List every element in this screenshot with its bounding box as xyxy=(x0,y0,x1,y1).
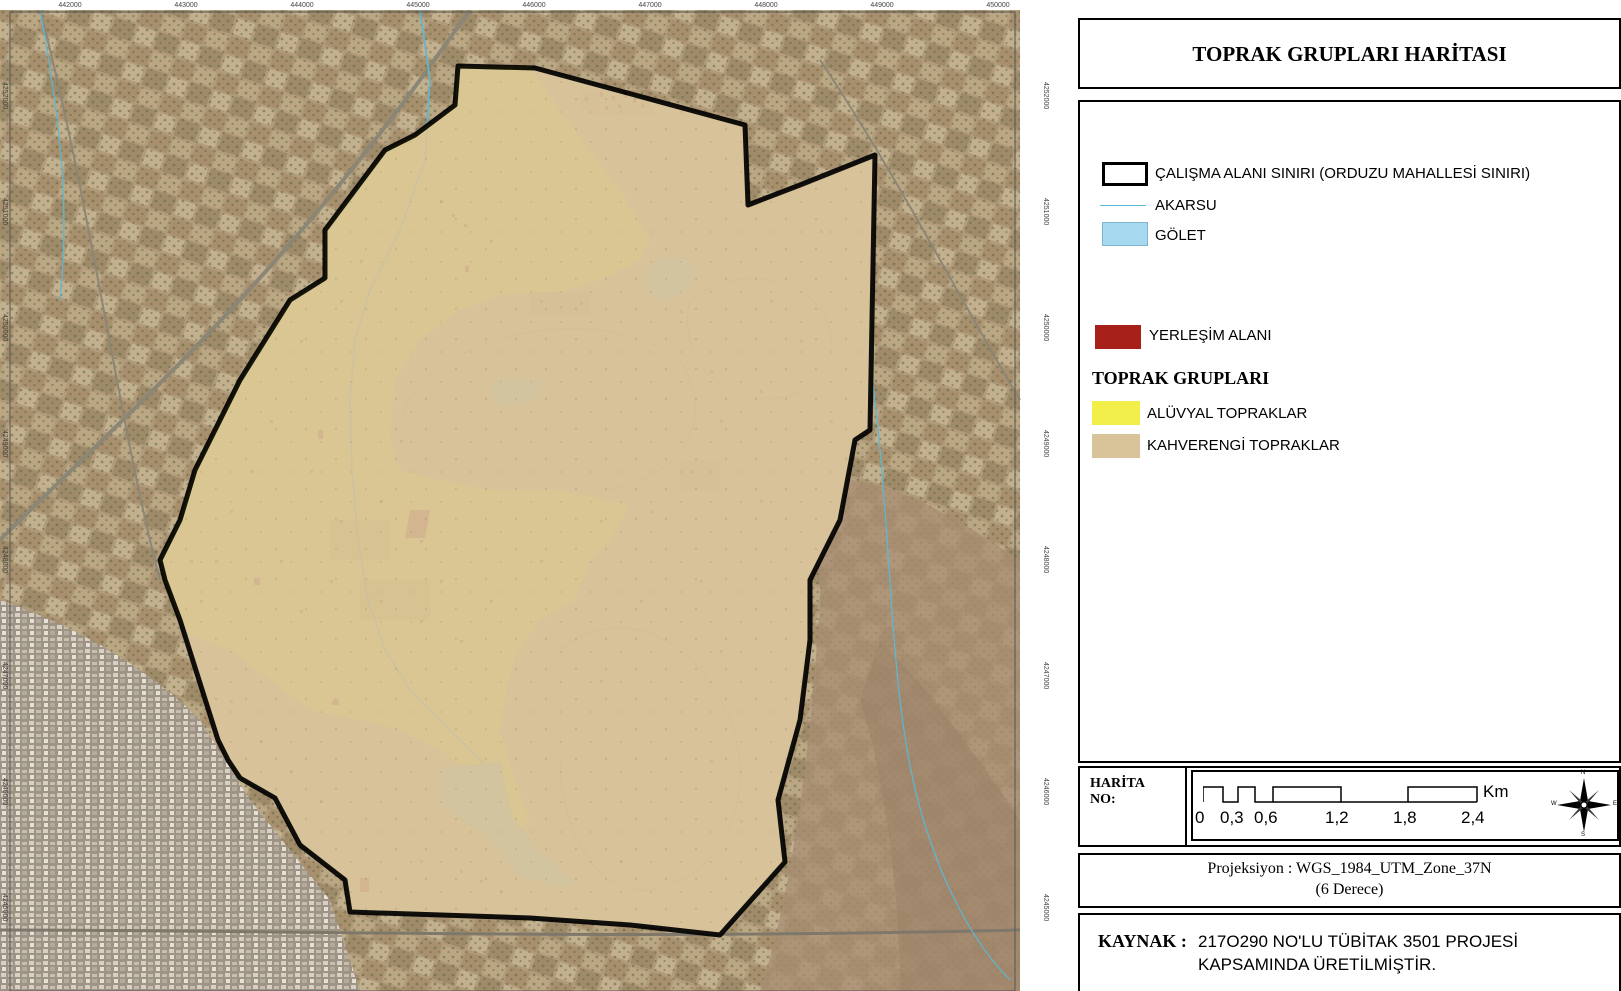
scale-label: 0,6 xyxy=(1254,808,1278,827)
grid-label-top: 449000 xyxy=(870,2,894,9)
grid-label-left: 4246000 xyxy=(1,778,8,806)
compass-e: E xyxy=(1613,801,1618,807)
title-box: TOPRAK GRUPLARI HARİTASI xyxy=(1078,18,1621,89)
grid-label-top: 448000 xyxy=(754,2,778,9)
map-frame: 442000 443000 444000 445000 446000 44700… xyxy=(0,0,1049,991)
scale-label: 0,3 xyxy=(1220,808,1244,827)
compass-s: S xyxy=(1581,832,1586,838)
grid-label-top: 444000 xyxy=(290,2,314,9)
scale-label: 0 xyxy=(1195,808,1205,827)
compass-n: N xyxy=(1581,770,1586,776)
grid-label-top: 446000 xyxy=(522,2,546,9)
settlement-label: YERLEŞİM ALANI xyxy=(1149,327,1272,344)
compass-rose-icon: N S E W xyxy=(1551,770,1618,838)
grid-label-right: 4247000 xyxy=(1042,662,1049,690)
map-no-divider xyxy=(1185,768,1187,845)
settlement-swatch xyxy=(1095,325,1141,349)
projection-line1: Projeksiyon : WGS_1984_UTM_Zone_37N xyxy=(1207,860,1492,877)
grid-label-right: 4250000 xyxy=(1042,314,1049,342)
grid-label-left: 4252000 xyxy=(1,82,8,110)
map-no-line2: NO: xyxy=(1090,792,1116,807)
alluvial-label: ALÜVYAL TOPRAKLAR xyxy=(1147,405,1308,422)
grid-label-right: 4251000 xyxy=(1042,198,1049,226)
grid-label-left: 4249000 xyxy=(1,430,8,458)
scale-unit: Km xyxy=(1483,782,1509,801)
source-label: KAYNAK : xyxy=(1098,931,1187,951)
scale-label: 1,2 xyxy=(1325,808,1349,827)
soil-groups-heading: TOPRAK GRUPLARI xyxy=(1092,368,1270,388)
source-text-line1: 217O290 NO'LU TÜBİTAK 3501 PROJESİ xyxy=(1198,932,1519,951)
map-no-label: HARİTA NO: xyxy=(1090,776,1145,808)
pond-swatch xyxy=(1102,222,1148,246)
grid-label-left: 4245000 xyxy=(1,894,8,922)
alluvial-swatch xyxy=(1092,401,1140,425)
compass-w: W xyxy=(1551,801,1557,807)
grid-label-top: 442000 xyxy=(58,2,82,9)
grid-label-left: 4247000 xyxy=(1,662,8,690)
grid-label-top: 447000 xyxy=(638,2,662,9)
source-text-line2: KAPSAMINDA ÜRETİLMİŞTİR. xyxy=(1198,955,1437,974)
scale-label: 1,8 xyxy=(1393,808,1417,827)
grid-label-right: 4245000 xyxy=(1042,894,1049,922)
grid-label-left: 4250000 xyxy=(1,314,8,342)
grid-label-right: 4252000 xyxy=(1042,82,1049,110)
grid-label-right: 4249000 xyxy=(1042,430,1049,458)
brown-label: KAHVERENGİ TOPRAKLAR xyxy=(1147,437,1340,454)
grid-label-top: 445000 xyxy=(406,2,430,9)
legend-box: ÇALIŞMA ALANI SINIRI (ORDUZU MAHALLESİ S… xyxy=(1078,100,1621,763)
grid-label-right: 4248000 xyxy=(1042,546,1049,574)
map-no-line1: HARİTA xyxy=(1090,776,1145,791)
grid-label-right: 4246000 xyxy=(1042,778,1049,806)
grid-label-left: 4248000 xyxy=(1,546,8,574)
projection-box: Projeksiyon : WGS_1984_UTM_Zone_37N (6 D… xyxy=(1078,853,1621,908)
projection-line2: (6 Derece) xyxy=(1315,881,1384,898)
soil-map[interactable] xyxy=(0,0,1045,991)
source-box: KAYNAK : 217O290 NO'LU TÜBİTAK 3501 PROJ… xyxy=(1078,913,1621,991)
brown-swatch xyxy=(1092,434,1140,458)
stream-swatch xyxy=(1100,205,1146,206)
grid-label-left: 4251000 xyxy=(1,198,8,226)
map-no-scale-box: HARİTA NO: 0 0,3 0,6 1,2 1,8 2,4 Km xyxy=(1078,766,1621,847)
boundary-label: ÇALIŞMA ALANI SINIRI (ORDUZU MAHALLESİ S… xyxy=(1155,165,1531,182)
grid-label-top: 450000 xyxy=(986,2,1010,9)
scale-box: 0 0,3 0,6 1,2 1,8 2,4 Km N S E W xyxy=(1191,770,1619,841)
scale-bar xyxy=(1203,786,1478,803)
map-title: TOPRAK GRUPLARI HARİTASI xyxy=(1192,42,1507,66)
grid-label-top: 443000 xyxy=(174,2,198,9)
boundary-swatch xyxy=(1102,162,1148,186)
stream-label: AKARSU xyxy=(1155,197,1217,214)
scale-label: 2,4 xyxy=(1461,808,1485,827)
pond-label: GÖLET xyxy=(1155,227,1206,244)
